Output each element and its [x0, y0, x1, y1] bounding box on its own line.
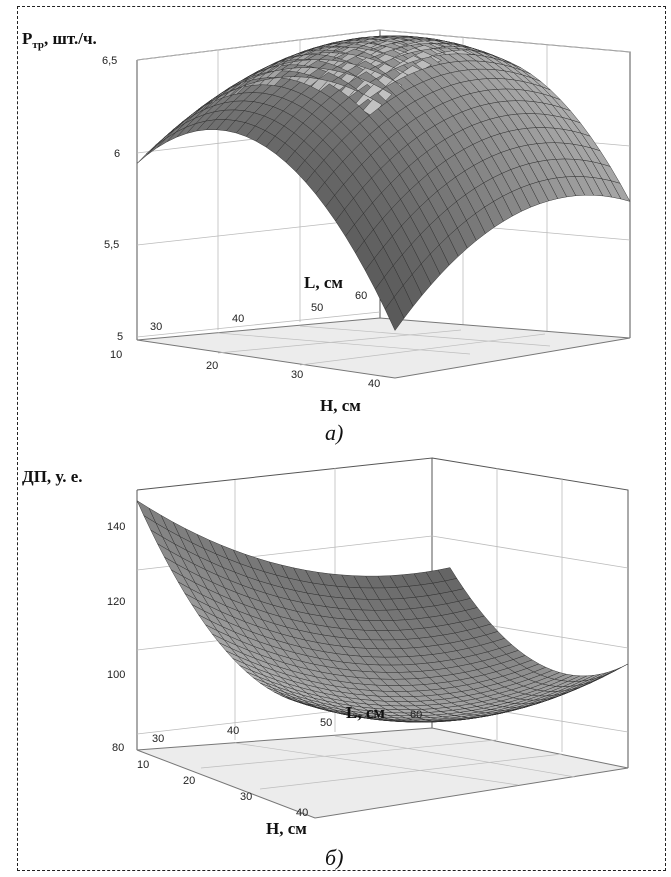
surface-cell	[136, 145, 157, 164]
x-tick-a-2: 30	[291, 369, 303, 381]
x-tick-a-3: 40	[368, 378, 380, 390]
figure-frame	[17, 6, 666, 871]
y-axis-label-b: L, см	[346, 703, 385, 722]
z-tick-b-0: 80	[112, 742, 124, 754]
z-tick-a-0: 5	[117, 331, 123, 343]
surface-cell	[146, 138, 167, 156]
surface-mesh-a	[136, 35, 631, 331]
z-axis-label-a: Pтр, шт./ч.	[22, 29, 97, 51]
surface-mesh-b	[136, 500, 629, 723]
y-tick-a-3: 60	[355, 290, 367, 302]
y-axis-label-a: L, см	[304, 273, 343, 292]
z-tick-a-2: 6	[114, 148, 120, 160]
surface-chart-a: Pтр, шт./ч. 6,5 6 5,5 5 30 40 50 60 L, с…	[22, 29, 631, 415]
caption-a: а)	[325, 420, 344, 445]
y-tick-b-1: 40	[227, 725, 239, 737]
y-tick-a-1: 40	[232, 313, 244, 325]
surface-cell	[156, 132, 176, 149]
surface-cell	[362, 98, 383, 117]
surface-cell	[384, 296, 405, 331]
x-tick-b-2: 30	[240, 791, 252, 803]
z-tick-a-1: 5,5	[104, 239, 119, 251]
x-tick-a-0: 10	[110, 349, 122, 361]
z-tick-b-2: 120	[107, 596, 125, 608]
surface-cell	[610, 180, 631, 202]
x-tick-b-1: 20	[183, 775, 195, 787]
floor-plane-b	[136, 727, 629, 819]
caption-b: б)	[325, 845, 344, 870]
x-axis-label-a: H, см	[320, 396, 361, 415]
y-tick-b-0: 30	[152, 733, 164, 745]
z-tick-b-1: 100	[107, 669, 125, 681]
x-tick-b-3: 40	[296, 807, 308, 819]
x-tick-b-0: 10	[137, 759, 149, 771]
z-tick-a-3: 6,5	[102, 55, 117, 67]
y-tick-b-2: 50	[320, 717, 332, 729]
floor-plane-a	[136, 317, 631, 379]
floor-grid-a	[217, 325, 551, 366]
surface-chart-b: ДП, у. е. 140 120 100 80 30 40 50 60 L, …	[22, 457, 629, 838]
y-tick-a-2: 50	[311, 302, 323, 314]
x-axis-label-b: H, см	[266, 819, 307, 838]
x-tick-a-1: 20	[206, 360, 218, 372]
z-tick-b-3: 140	[107, 521, 125, 533]
y-tick-b-3: 60	[410, 709, 422, 721]
z-axis-label-b: ДП, у. е.	[22, 467, 83, 486]
y-tick-a-0: 30	[150, 321, 162, 333]
floor-grid-b	[200, 735, 576, 790]
